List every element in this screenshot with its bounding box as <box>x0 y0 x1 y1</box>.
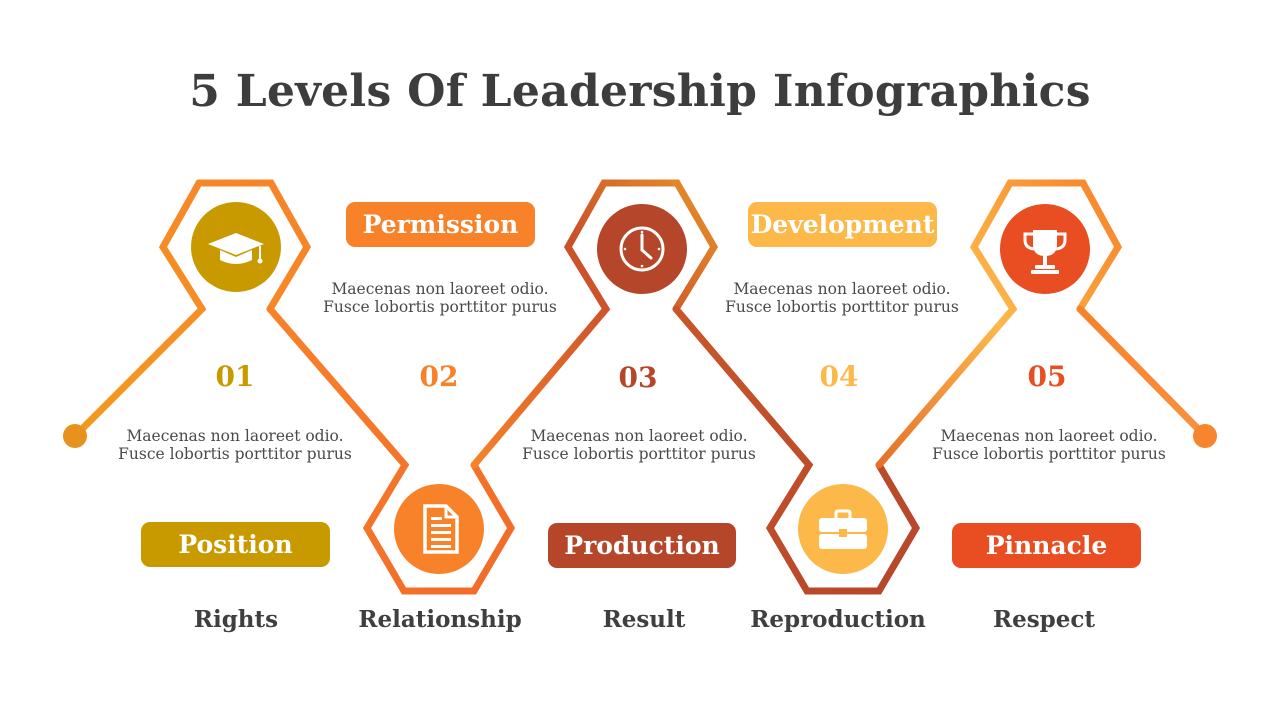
level-1-subtitle: Rights <box>193 606 279 633</box>
level-3-number: 03 <box>618 361 658 394</box>
level-2-number: 02 <box>419 360 459 393</box>
level-1-number: 01 <box>215 360 255 393</box>
trophy-icon <box>1000 204 1090 294</box>
briefcase-icon <box>798 484 888 574</box>
level-1-description: Maecenas non laoreet odio. Fusce loborti… <box>118 427 352 463</box>
level-3-subtitle: Result <box>602 606 686 633</box>
page-title: 5 Levels Of Leadership Infographics <box>189 66 1091 117</box>
graduation-cap-icon <box>191 202 281 292</box>
level-5-description: Maecenas non laoreet odio. Fusce loborti… <box>932 427 1166 463</box>
document-icon <box>394 484 484 574</box>
level-4-number: 04 <box>819 360 859 393</box>
end-dot <box>1193 424 1217 448</box>
level-2-label: Permission <box>346 202 535 247</box>
start-dot <box>63 424 87 448</box>
level-3-description: Maecenas non laoreet odio. Fusce loborti… <box>522 427 756 463</box>
level-2-subtitle: Relationship <box>358 606 522 633</box>
level-1-label: Position <box>141 522 330 567</box>
level-3-label: Production <box>548 523 736 568</box>
level-2-description: Maecenas non laoreet odio. Fusce loborti… <box>323 280 557 316</box>
level-4-label: Development <box>748 202 937 247</box>
level-5-subtitle: Respect <box>992 606 1096 633</box>
level-5-label: Pinnacle <box>952 523 1141 568</box>
level-4-description: Maecenas non laoreet odio. Fusce loborti… <box>725 280 959 316</box>
clock-icon <box>597 204 687 294</box>
level-5-number: 05 <box>1027 360 1067 393</box>
level-4-subtitle: Reproduction <box>750 606 926 633</box>
